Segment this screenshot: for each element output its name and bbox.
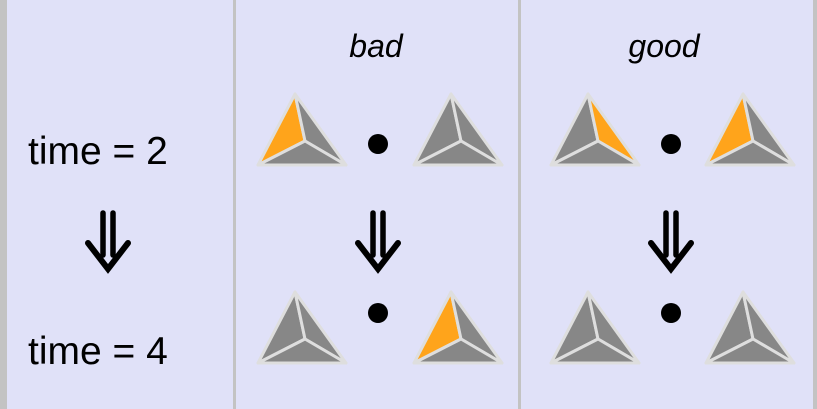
tetrahedron-icon (412, 92, 504, 167)
time-2-label: time = 2 (28, 130, 168, 173)
column-divider-1 (233, 0, 236, 409)
tetra-face-bottom (256, 337, 348, 365)
tetrahedron-icon (256, 290, 348, 365)
time-4-label: time = 4 (28, 330, 168, 373)
tetrahedron-icon (549, 92, 641, 167)
dot-icon (368, 303, 388, 323)
tetra-face-bottom (256, 139, 348, 167)
tetrahedron-icon (256, 92, 348, 167)
arrow-bad (358, 213, 398, 269)
frame-left-border (0, 0, 7, 409)
bad-column-header: bad (349, 28, 403, 64)
arrow-row-labels (88, 213, 128, 269)
dot-icon (368, 134, 388, 154)
column-divider-2 (518, 0, 521, 409)
tetra-face-bottom (704, 139, 796, 167)
time-labels-panel (7, 0, 233, 409)
tetrahedron-icon (704, 290, 796, 365)
tetrahedron-icon (704, 92, 796, 167)
good-column-header: good (628, 28, 700, 64)
tetra-face-bottom (704, 337, 796, 365)
double-down-arrow-icon (358, 213, 398, 269)
tetra-face-bottom (412, 337, 504, 365)
double-down-arrow-icon (88, 213, 128, 269)
tetrahedron-icon (412, 290, 504, 365)
frame-right-border (813, 0, 817, 409)
tetra-face-bottom (412, 139, 504, 167)
arrow-good (651, 213, 691, 269)
dot-icon (661, 134, 681, 154)
double-down-arrow-icon (651, 213, 691, 269)
tetra-face-bottom (549, 337, 641, 365)
tetra-face-bottom (549, 139, 641, 167)
tetrahedron-icon (549, 290, 641, 365)
dot-icon (661, 303, 681, 323)
